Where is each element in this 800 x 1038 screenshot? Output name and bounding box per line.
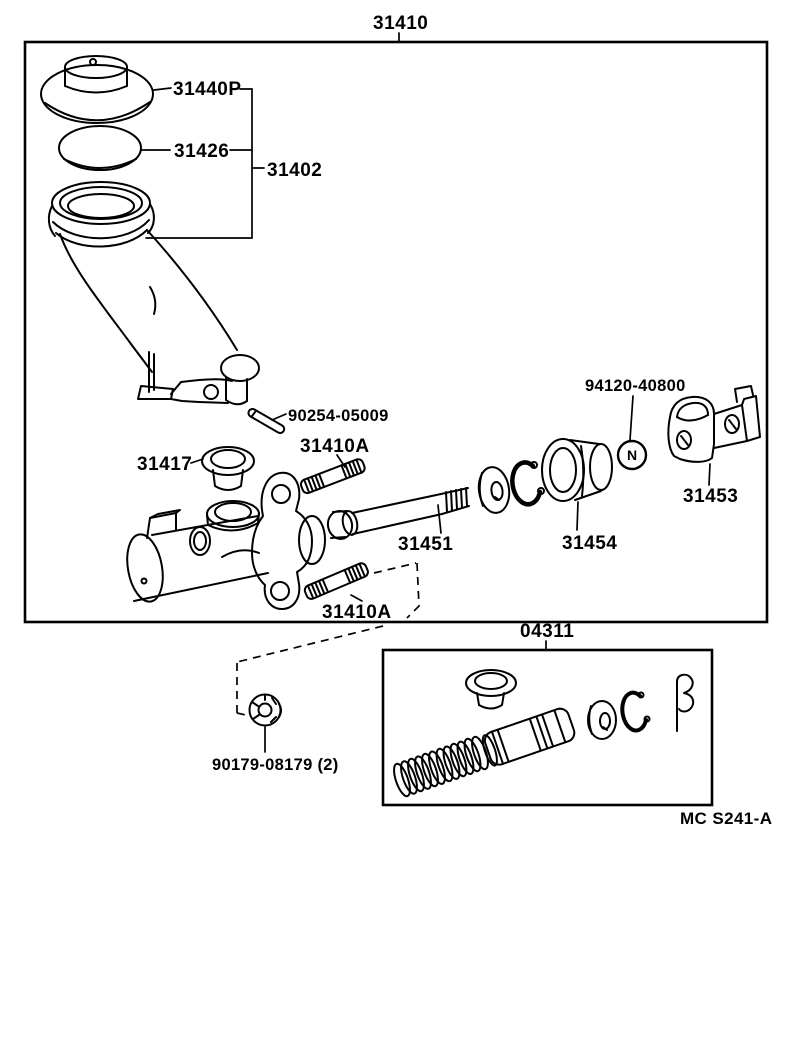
washer-drawing	[477, 466, 511, 514]
bracket-drawing	[667, 385, 761, 463]
diaphragm-drawing	[58, 125, 142, 171]
nut-marker-glyph: N	[627, 447, 637, 463]
part-label-lock-nut: 94120-40800	[585, 377, 686, 395]
leader-lines	[141, 32, 711, 753]
part-label-assembly: 31410	[373, 13, 428, 34]
bolt-drawing	[326, 487, 470, 540]
part-label-mount-nut: 90179-08179 (2)	[212, 756, 339, 774]
stud-upper-drawing	[298, 456, 368, 496]
mount-nut-drawing	[248, 693, 282, 727]
kit-clip-drawing	[676, 673, 695, 732]
snap-ring-drawing	[510, 460, 545, 507]
main-assembly-box	[23, 40, 769, 624]
kit-grommet-drawing	[465, 669, 517, 710]
part-label-bolt: 31451	[398, 534, 453, 555]
part-label-repair-kit: 04311	[520, 621, 574, 642]
part-label-reservoir: 31402	[267, 160, 322, 181]
stud-lower-drawing	[302, 560, 371, 602]
part-label-bracket: 31453	[683, 486, 738, 507]
lock-nut-drawing	[616, 439, 648, 471]
reservoir-drawing	[47, 181, 260, 406]
part-label-stud-upper: 31410A	[300, 436, 370, 457]
part-label-cap: 31440P	[173, 79, 242, 100]
kit-snap-ring-drawing	[620, 690, 651, 733]
kit-washer-drawing	[587, 700, 617, 740]
repair-kit-box	[381, 648, 714, 807]
part-label-bushing: 31454	[562, 533, 617, 554]
kit-piston-spring-drawing	[393, 707, 576, 798]
reservoir-cap-drawing	[40, 55, 154, 124]
master-cylinder-drawing	[126, 471, 326, 610]
grommet-drawing	[201, 446, 255, 491]
dashed-callout-lines	[236, 562, 420, 717]
part-label-pin: 90254-05009	[288, 407, 389, 425]
part-label-stud-lower: 31410A	[322, 602, 392, 623]
catalog-code-label: MC S241-A	[680, 809, 772, 828]
part-label-diaphragm: 31426	[174, 141, 229, 162]
pin-drawing	[247, 408, 286, 434]
bushing-drawing	[541, 438, 613, 502]
part-label-grommet: 31417	[137, 454, 192, 475]
